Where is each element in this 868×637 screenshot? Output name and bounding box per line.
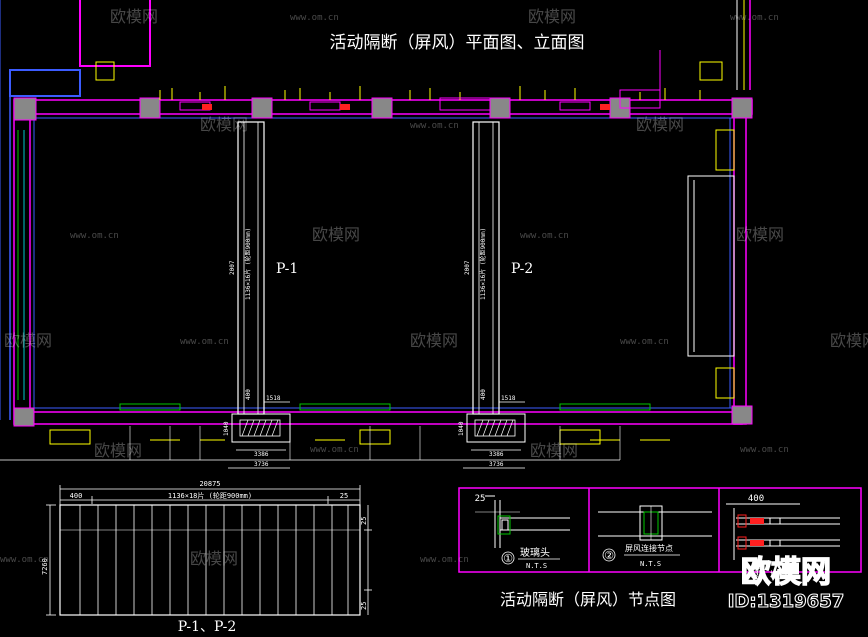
watermark-brand: 欧模网 (190, 549, 238, 568)
watermark-brand: 欧模网 (94, 441, 142, 460)
plan-title: 活动隔断（屏风）平面图、立面图 (330, 33, 585, 53)
detail-2-number-circle (602, 548, 616, 562)
watermark-site: www.om.cn (620, 337, 669, 347)
watermark-brand: 欧模网 (312, 225, 360, 244)
p1-dim-b: 3736 (254, 461, 269, 468)
watermark-site: www.om.cn (410, 121, 459, 131)
partition-p1 (228, 121, 291, 469)
watermark-layer: 欧模网 www.om.cn 欧模网 www.om.cn 欧模网 www.om.c… (0, 7, 868, 568)
elevation-overall-dim: 20875 (199, 480, 220, 488)
detail-1-number: ① (503, 552, 513, 565)
top-right-structure (659, 0, 751, 95)
detail-3-drawing (726, 503, 840, 560)
watermark-brand: 欧模网 (110, 7, 158, 26)
p2-vertical-note: 1136×16片 (轮距900mm) (479, 228, 487, 300)
wall-columns (13, 97, 753, 427)
elevation-height-dim: 7260 (41, 558, 49, 575)
p1-small-dim: 1040 (223, 421, 230, 436)
p2-dim-b: 3736 (489, 461, 504, 468)
elevation-label: P-1、P-2 (178, 619, 237, 635)
watermark-site: www.om.cn (290, 13, 339, 23)
watermark-brand: 欧模网 (528, 7, 576, 26)
detail-1-number-circle (501, 551, 515, 565)
detail-3-name: 墙身 (770, 569, 788, 581)
watermark-brand: 欧模网 (830, 331, 868, 350)
elevation-note: 1136×18片 (轮距900mm) (168, 491, 252, 500)
partition-p2 (463, 121, 526, 469)
watermark-brand: 欧模网 (736, 225, 784, 244)
detail-3-number: ③ (751, 567, 761, 580)
p1-bottom-dim: 400 (245, 389, 252, 400)
detail-title: 活动隔断（屏风）节点图 (500, 590, 676, 609)
detail-3-dim: 400 (748, 494, 764, 504)
p1-dim-a: 3386 (254, 451, 269, 458)
p2-small-dim: 1040 (458, 421, 465, 436)
watermark-site: www.om.cn (520, 231, 569, 241)
elevation-left-dim: 400 (70, 492, 83, 500)
p1-vertical-dim: 2007 (229, 260, 236, 275)
watermark-site: www.om.cn (420, 555, 469, 565)
partition-p2-label: P-2 (511, 261, 533, 277)
watermark-site: www.om.cn (310, 445, 359, 455)
partition-p1-label: P-1 (276, 261, 298, 277)
brand-id: ID:1319657 (728, 591, 845, 612)
detail-1-name: 玻璃头 (520, 546, 550, 559)
brand-logo-text: 欧模网 (741, 555, 831, 590)
p1-vertical-note: 1136×16片 (轮距900mm) (244, 228, 252, 300)
p2-dim-a: 3386 (489, 451, 504, 458)
top-wall-annotations (159, 86, 701, 111)
detail-2-number: ② (604, 549, 614, 562)
watermark-brand: 欧模网 (200, 115, 248, 134)
watermark-site: www.om.cn (70, 231, 119, 241)
detail-1-scale: N.T.S (526, 562, 547, 570)
detail-2-scale: N.T.S (640, 560, 661, 568)
detail-3-number-circle (749, 566, 763, 580)
watermark-brand: 欧模网 (530, 441, 578, 460)
p2-vertical-dim: 2007 (464, 260, 471, 275)
detail-1-dim: 25 (475, 494, 486, 504)
watermark-brand: 欧模网 (4, 331, 52, 350)
watermark-brand: 欧模网 (410, 331, 458, 350)
watermark-brand: 欧模网 (636, 115, 684, 134)
elevation-side-dim-bottom: 25 (360, 602, 368, 610)
detail-frames (458, 487, 862, 573)
p2-side-dim: 1518 (501, 395, 516, 402)
watermark-site: www.om.cn (740, 445, 789, 455)
top-left-room (0, 0, 151, 420)
p1-side-dim: 1518 (266, 395, 281, 402)
elevation-drawing (46, 485, 372, 616)
p2-bottom-dim: 400 (480, 389, 487, 400)
detail-1-drawing (475, 495, 570, 548)
watermark-site: www.om.cn (730, 13, 779, 23)
detail-2-drawing (598, 505, 712, 541)
watermark-site: www.om.cn (180, 337, 229, 347)
elevation-side-dim-top: 25 (360, 517, 368, 525)
elevation-right-dim: 25 (340, 492, 348, 500)
bottom-wall-annotations (0, 403, 670, 461)
detail-2-name: 屏风连接节点 (625, 543, 673, 553)
watermark-site: www.om.cn (0, 555, 49, 565)
main-room-walls (13, 99, 753, 425)
